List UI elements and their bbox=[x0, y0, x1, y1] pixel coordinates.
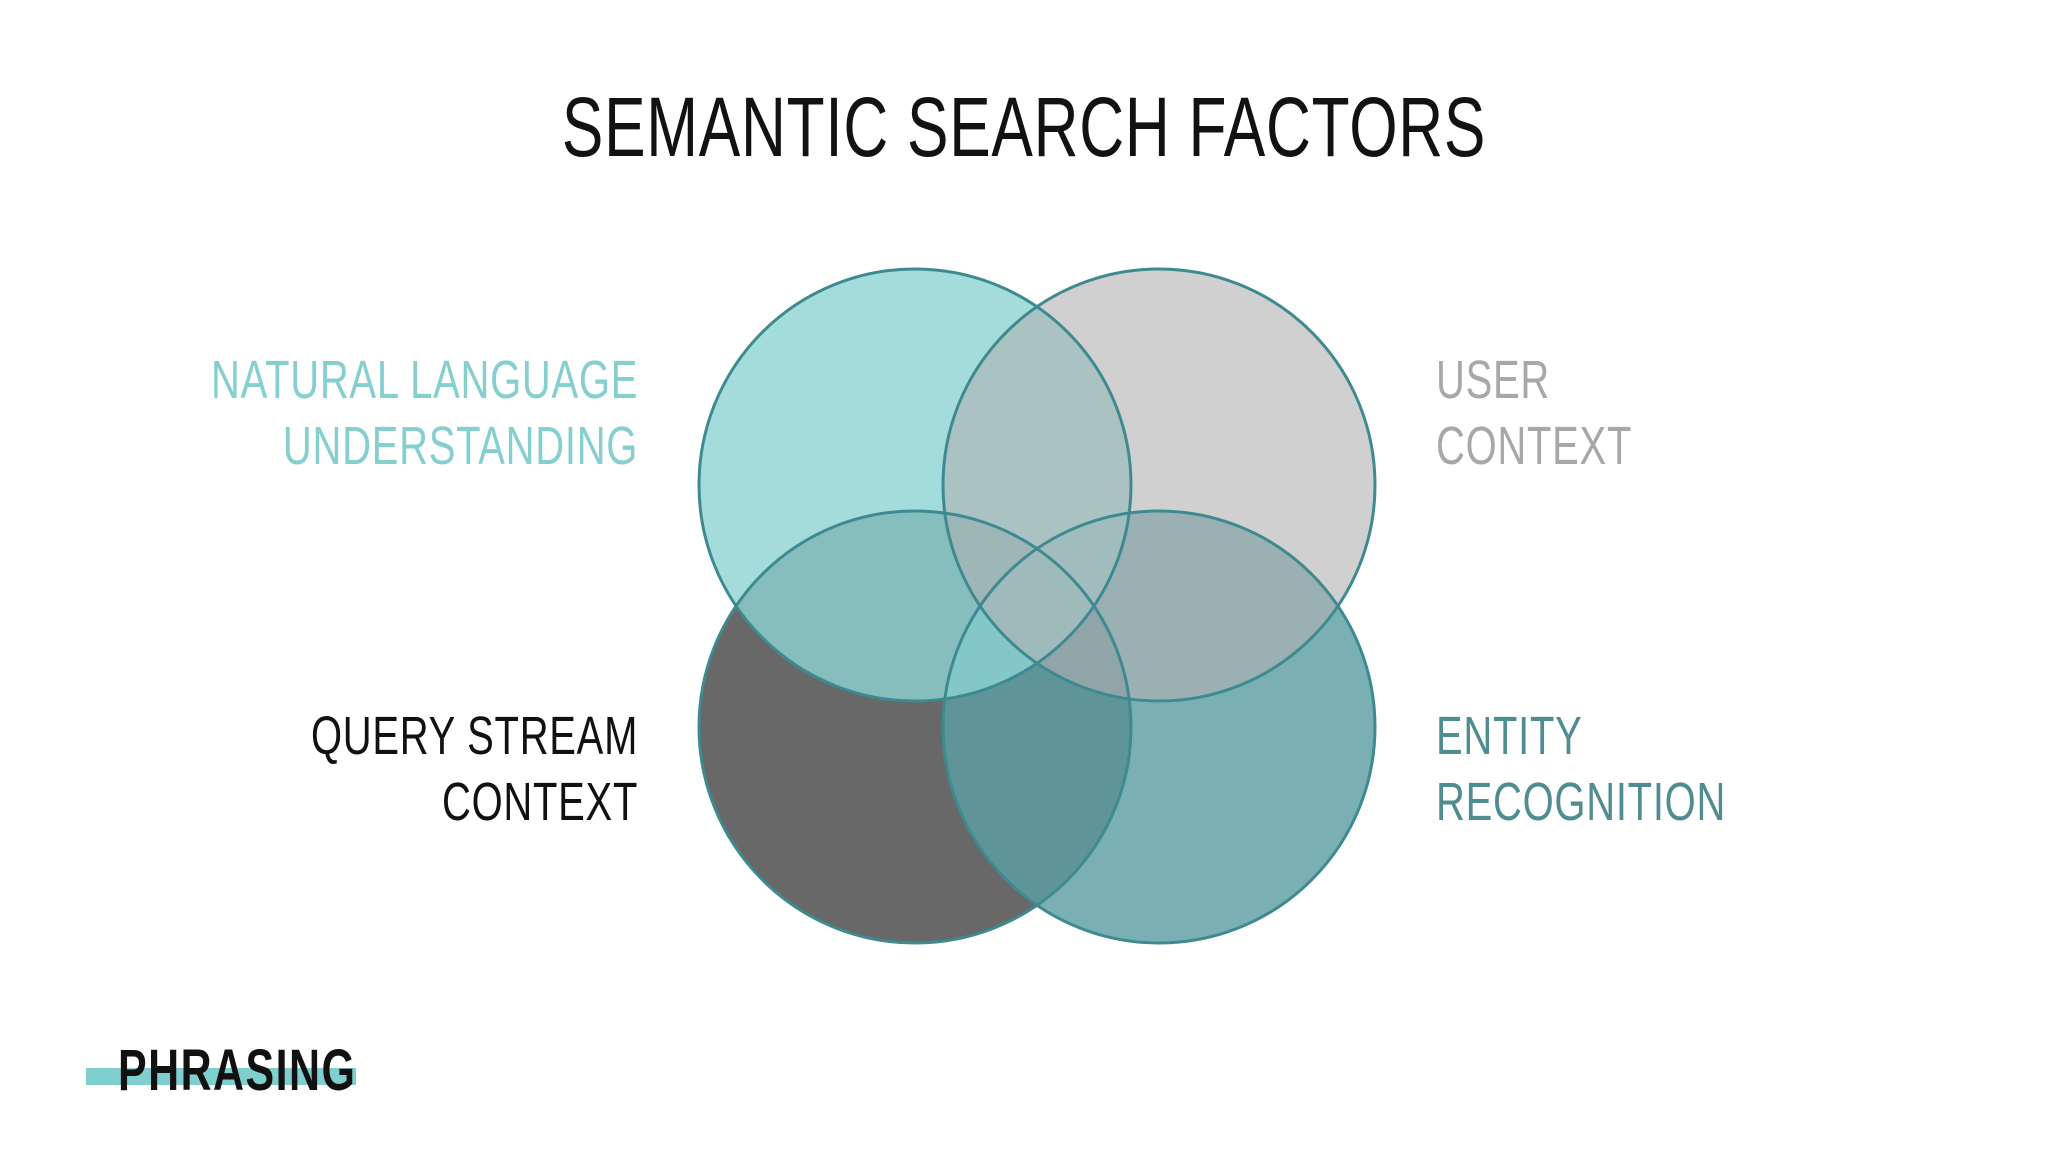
logo-text: PHRASING bbox=[118, 1038, 357, 1103]
label-entity-recognition: ENTITY RECOGNITION bbox=[1436, 703, 1726, 835]
outline-natural-language-understanding bbox=[697, 267, 1133, 703]
outline-user-context bbox=[941, 267, 1377, 703]
outline-query-stream-context bbox=[697, 509, 1133, 945]
label-line: USER bbox=[1436, 350, 1550, 410]
label-line: UNDERSTANDING bbox=[282, 416, 638, 476]
label-query-stream-context: QUERY STREAM CONTEXT bbox=[311, 703, 638, 835]
phrasing-logo: PHRASING bbox=[86, 1042, 356, 1108]
circle-user-context bbox=[943, 269, 1375, 701]
label-line: ENTITY bbox=[1436, 706, 1583, 766]
label-line: CONTEXT bbox=[1436, 416, 1633, 476]
outline-entity-recognition bbox=[941, 509, 1377, 945]
label-line: RECOGNITION bbox=[1436, 772, 1727, 832]
label-line: QUERY STREAM bbox=[310, 706, 638, 766]
label-natural-language-understanding: NATURAL LANGUAGE UNDERSTANDING bbox=[211, 347, 638, 479]
logo-underline-bar bbox=[86, 1068, 356, 1085]
label-line: CONTEXT bbox=[441, 772, 638, 832]
label-user-context: USER CONTEXT bbox=[1436, 347, 1632, 479]
diagram-title: SEMANTIC SEARCH FACTORS bbox=[561, 80, 1487, 174]
label-line: NATURAL LANGUAGE bbox=[210, 350, 638, 410]
